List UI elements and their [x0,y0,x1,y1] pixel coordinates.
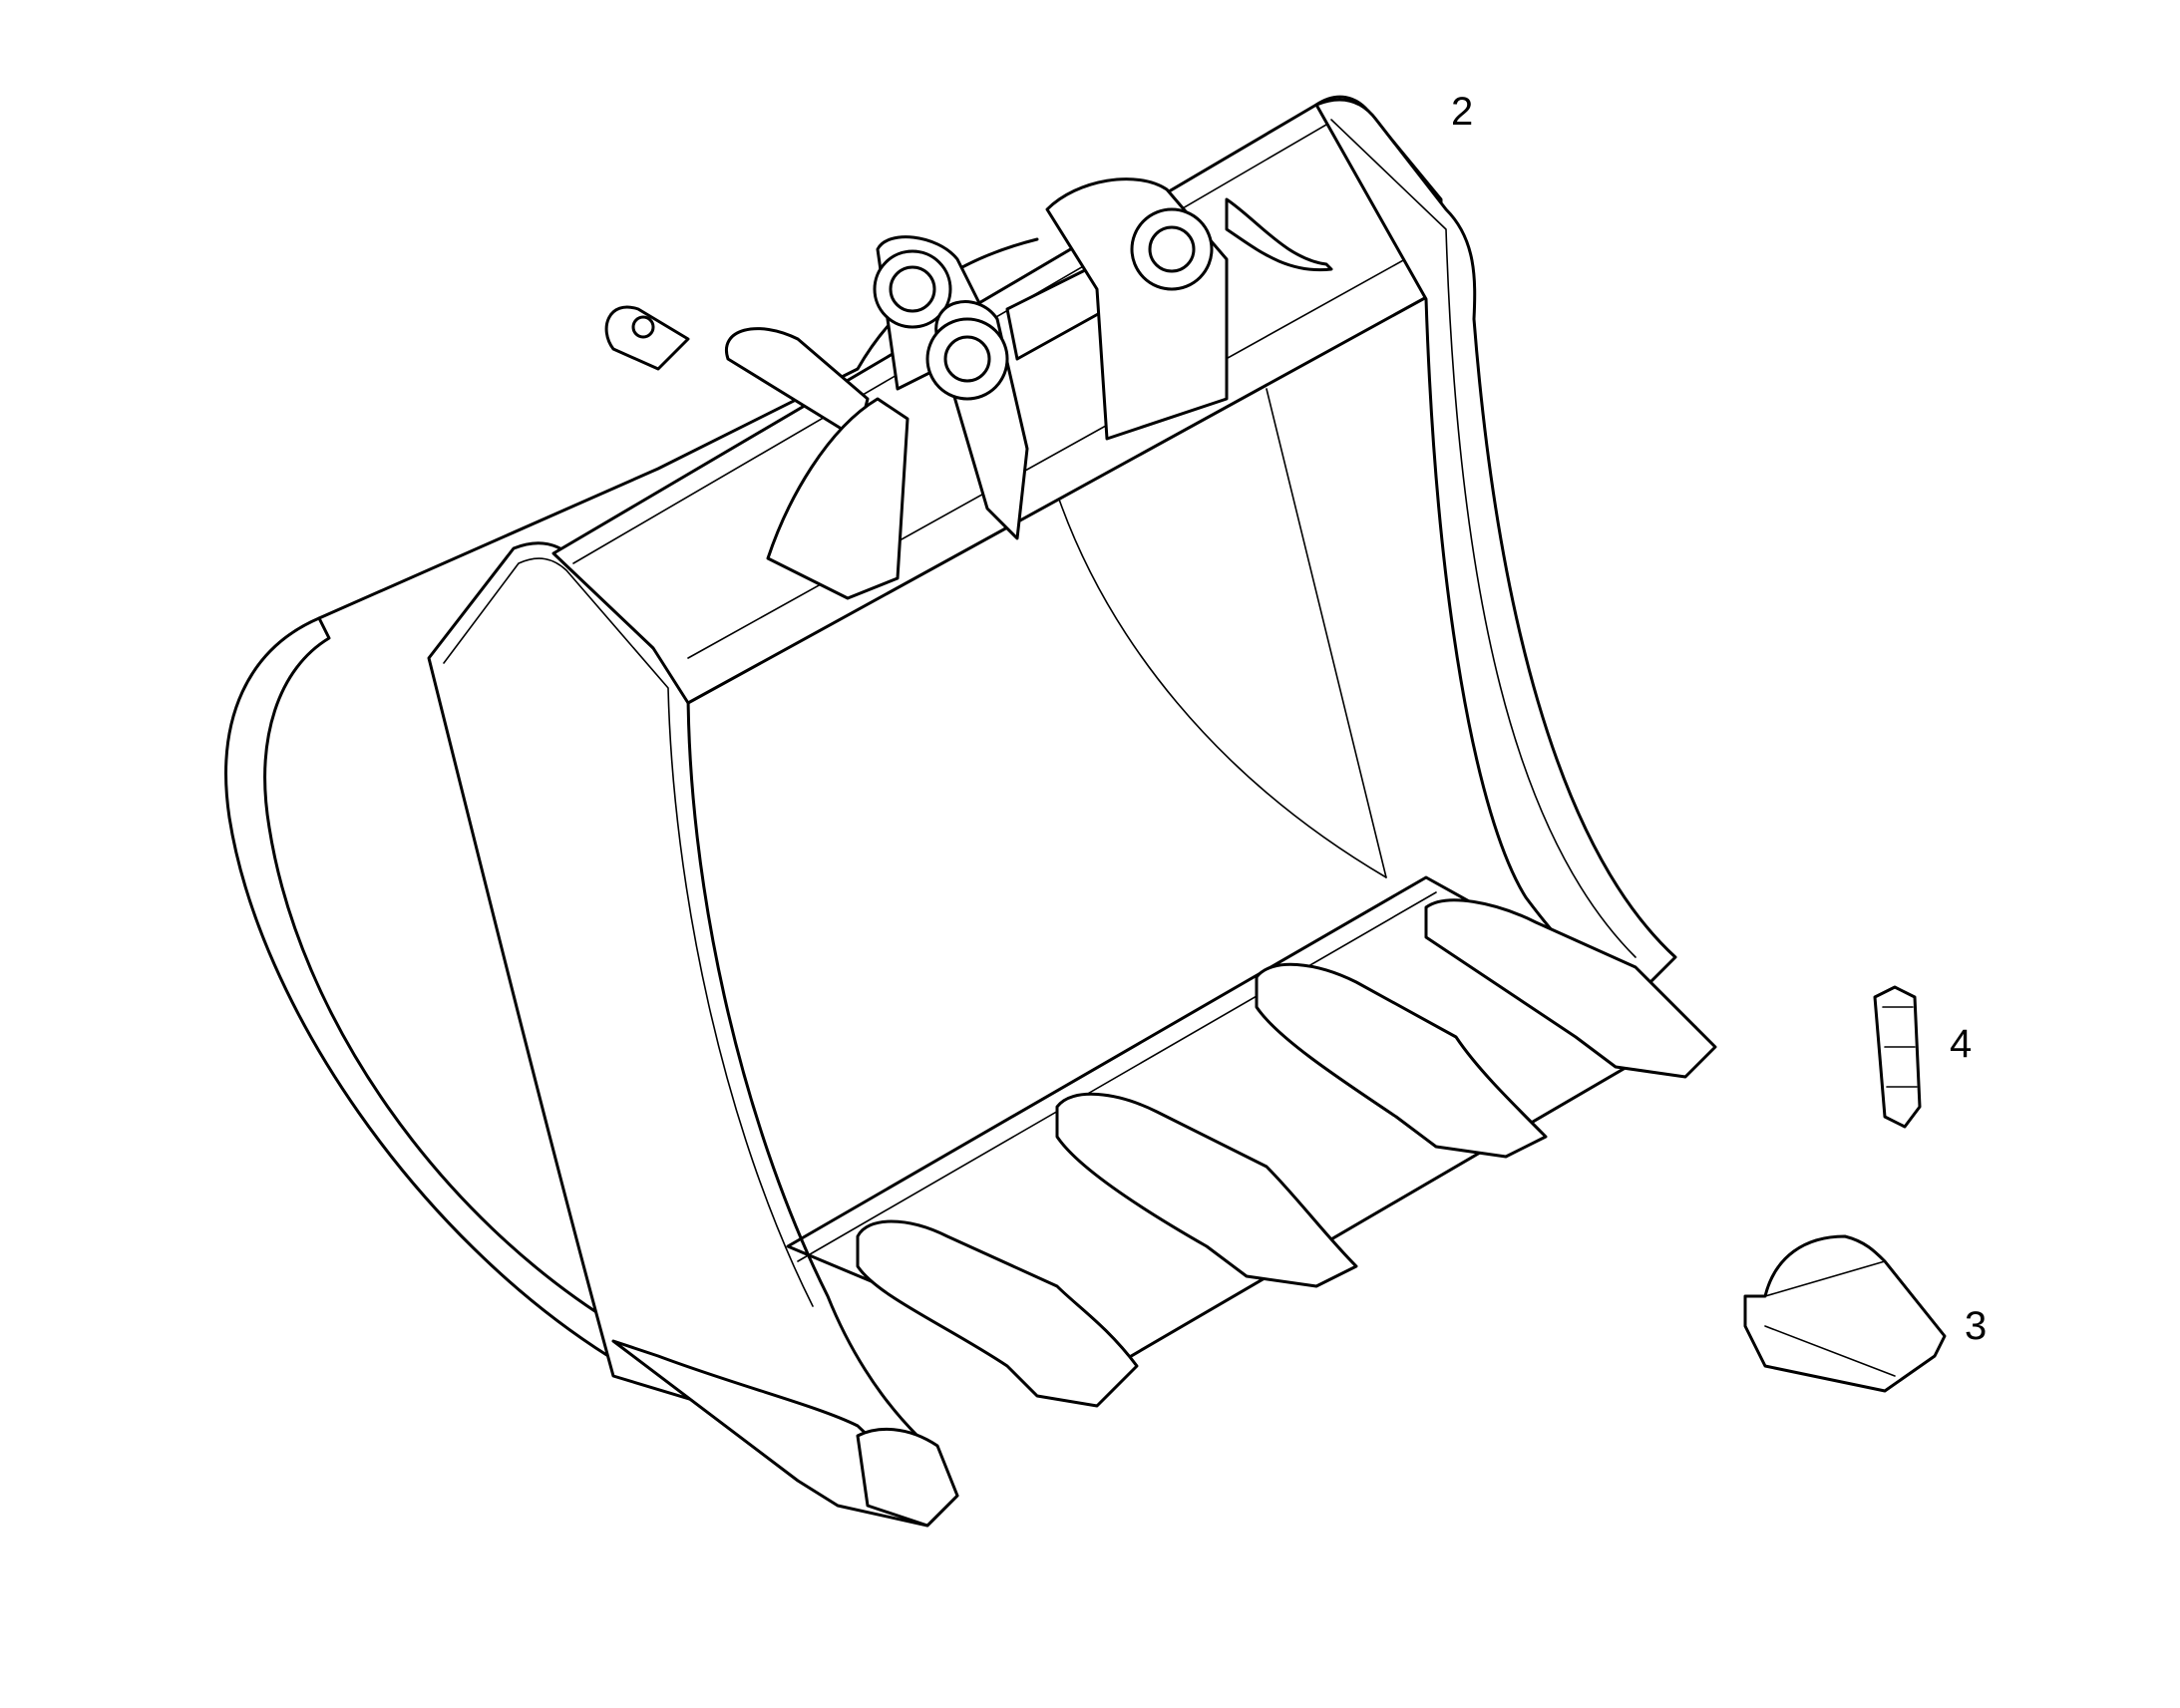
retaining-pin [1873,985,1922,1129]
tooth-adapter-4 [1255,962,1548,1159]
tooth-tip [1743,1234,1947,1393]
right-side-plate [1314,98,1677,989]
callout-3: 3 [1965,1304,1988,1348]
tooth-adapter-3 [1055,1092,1358,1288]
callout-2: 2 [1451,90,1474,134]
teeth-row [611,898,1717,1528]
tooth-adapter-1 [611,1339,959,1528]
tooth-adapter-5 [1424,898,1717,1079]
mounting-lugs [604,177,1333,600]
callout-4: 4 [1950,1022,1973,1066]
tooth-adapter-2 [856,1219,1139,1408]
